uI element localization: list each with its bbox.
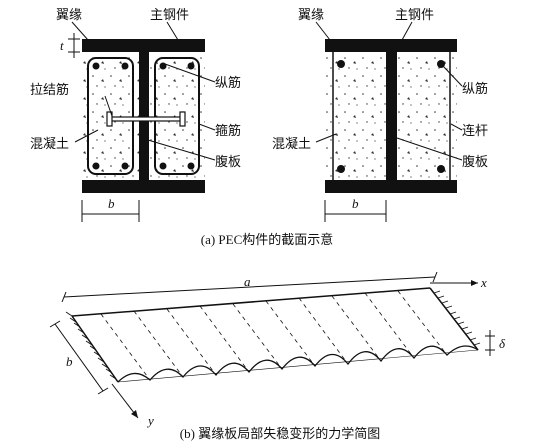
right-concrete-left xyxy=(325,52,386,180)
left-bar xyxy=(187,162,195,170)
plate-diagram: a x xyxy=(49,271,506,428)
buckled-edge xyxy=(117,345,479,383)
left-bar xyxy=(159,162,167,170)
a-label: a xyxy=(244,274,251,289)
left-bar xyxy=(121,62,129,70)
left-main-steel-label: 主钢件 xyxy=(150,8,189,23)
left-web-label: 腹板 xyxy=(215,154,241,170)
left-section: t b 翼缘 主钢件 拉结筋 纵筋 箍筋 混凝土 腹板 xyxy=(30,8,241,222)
left-web xyxy=(139,52,149,180)
right-section: b 翼缘 主钢件 纵筋 连杆 混凝土 腹板 xyxy=(272,8,488,222)
left-stirrup-left xyxy=(87,57,134,175)
left-stirrup-right xyxy=(154,57,200,175)
right-web xyxy=(386,52,397,180)
left-t-label: t xyxy=(60,38,64,53)
delta-label: δ xyxy=(499,336,506,351)
left-bar xyxy=(92,62,100,70)
left-bar xyxy=(92,162,100,170)
right-bottom-flange xyxy=(325,180,457,193)
caption-b: (b) 翼缘板局部失稳变形的力学简图 xyxy=(180,426,380,441)
left-bar xyxy=(121,162,129,170)
plate-b-label: b xyxy=(66,354,73,369)
right-b-label: b xyxy=(352,196,359,211)
right-concrete-right xyxy=(397,52,457,180)
left-concrete-label: 混凝土 xyxy=(30,136,69,152)
right-main-steel-label: 主钢件 xyxy=(395,8,434,23)
right-bar xyxy=(337,165,345,173)
right-link-rod-label: 连杆 xyxy=(462,123,488,139)
left-tie-bar xyxy=(109,116,183,122)
left-bottom-flange xyxy=(82,180,205,193)
left-top-flange xyxy=(82,39,205,52)
left-stirrup-label: 箍筋 xyxy=(215,123,241,139)
right-bar xyxy=(337,60,345,68)
right-concrete-label: 混凝土 xyxy=(272,136,311,152)
y-label: y xyxy=(146,413,154,428)
right-longitudinal-bar-label: 纵筋 xyxy=(462,81,488,97)
left-flange-label: 翼缘 xyxy=(56,8,82,23)
left-tie-bar-label: 拉结筋 xyxy=(30,82,69,98)
left-b-label: b xyxy=(108,196,115,211)
left-bar xyxy=(187,62,195,70)
right-bar xyxy=(437,165,445,173)
x-label: x xyxy=(480,275,487,290)
right-web-label: 腹板 xyxy=(462,154,488,170)
caption-a: (a) PEC构件的截面示意 xyxy=(201,232,334,247)
left-bar xyxy=(159,62,167,70)
left-concrete-right xyxy=(149,52,205,180)
right-flange-label: 翼缘 xyxy=(298,8,324,23)
right-top-flange xyxy=(325,39,457,52)
left-longitudinal-bar-label: 纵筋 xyxy=(215,75,241,91)
